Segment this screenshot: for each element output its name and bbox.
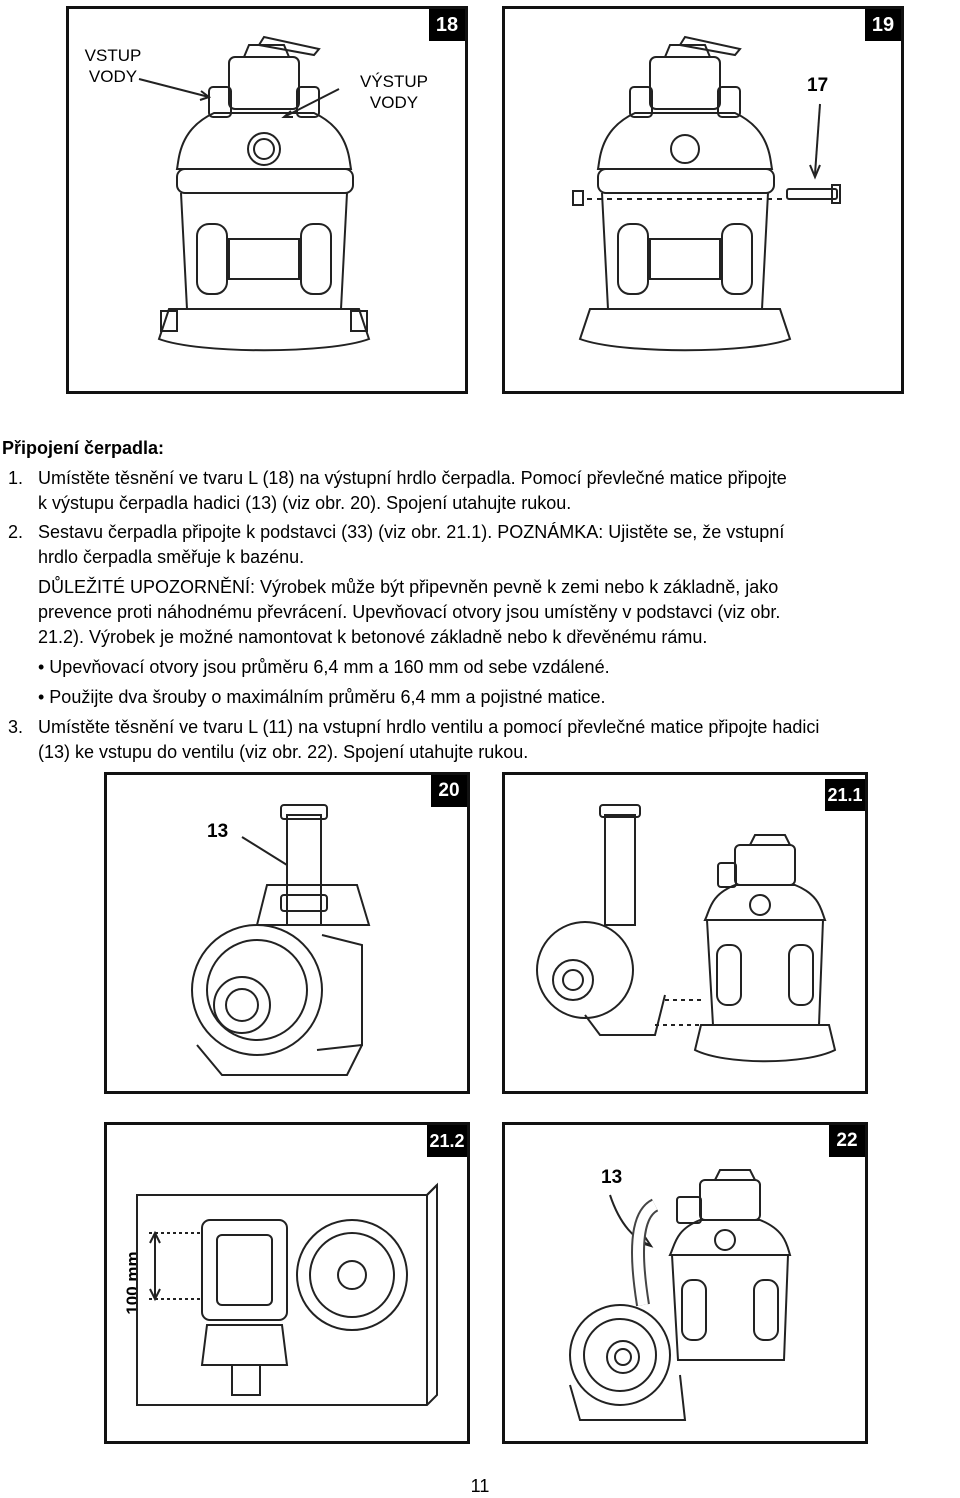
pump-base-assembly-drawing	[536, 804, 837, 1063]
section-heading: Připojení čerpadla:	[2, 438, 165, 458]
item-2-number: 2.	[8, 522, 24, 542]
valve-hose-drawing	[569, 1169, 792, 1421]
warning-line: 21.2). Výrobek je možné namontovat k bet…	[38, 627, 708, 647]
item-3-number: 3.	[8, 717, 24, 737]
outlet-callout-line: VÝSTUP	[359, 72, 429, 91]
figure-20-badge: 20	[431, 775, 467, 807]
inlet-callout-line: VODY	[88, 67, 138, 86]
item-1-line: Umístěte těsnění ve tvaru L (18) na výst…	[38, 468, 787, 488]
sand-filter-drawing	[138, 35, 371, 352]
figure-22-badge: 22	[829, 1125, 865, 1157]
warning-bullet: • Použijte dva šrouby o maximálním průmě…	[38, 687, 606, 707]
figure-22-panel: 22 13	[502, 1122, 868, 1444]
instructions-text: Připojení čerpadla: 1. Umístěte těsnění …	[0, 436, 960, 766]
inlet-callout-line: VSTUP	[84, 46, 142, 65]
figure-18-badge: 18	[429, 9, 465, 41]
part-17-callout: 17	[807, 75, 829, 96]
hose-13-callout: 13	[207, 821, 229, 842]
warning-line: DŮLEŽITÉ UPOZORNĚNÍ: Výrobek může být př…	[38, 577, 779, 597]
outlet-callout: VÝSTUP VODY	[354, 71, 434, 113]
figure-18-panel: 18 VSTUP VODY VÝSTUP VODY	[66, 6, 468, 394]
warning-line: prevence proti náhodnému převrácení. Upe…	[38, 602, 781, 622]
figure-21-2-badge: 21.2	[427, 1125, 467, 1157]
inlet-callout: VSTUP VODY	[77, 45, 149, 87]
page-number: 11	[470, 1476, 490, 1496]
figure-20-panel: 20 13	[104, 772, 470, 1094]
item-2-line: hrdlo čerpadla směřuje k bazénu.	[38, 547, 305, 567]
sand-filter-screw-drawing	[572, 35, 841, 352]
figure-19-badge: 19	[865, 9, 901, 41]
hose-13-callout: 13	[601, 1167, 623, 1188]
warning-bullet: • Upevňovací otvory jsou průměru 6,4 mm …	[38, 657, 610, 677]
outlet-callout-line: VODY	[369, 93, 419, 112]
item-2-line: Sestavu čerpadla připojte k podstavci (3…	[38, 522, 785, 542]
pump-hose-drawing	[191, 804, 371, 1076]
mounting-holes-drawing	[136, 1182, 438, 1406]
figure-21-1-badge: 21.1	[825, 779, 865, 811]
figure-19-panel: 19 17	[502, 6, 904, 394]
figure-21-2-panel: 21.2 100 mm	[104, 1122, 470, 1444]
item-1-line: k výstupu čerpadla hadici (13) (viz obr.…	[38, 493, 572, 513]
item-1-number: 1.	[8, 468, 24, 488]
item-3-line: Umístěte těsnění ve tvaru L (11) na vstu…	[38, 717, 820, 737]
figure-21-1-panel: 21.1	[502, 772, 868, 1094]
item-3-line: (13) ke vstupu do ventilu (viz obr. 22).…	[38, 742, 529, 762]
